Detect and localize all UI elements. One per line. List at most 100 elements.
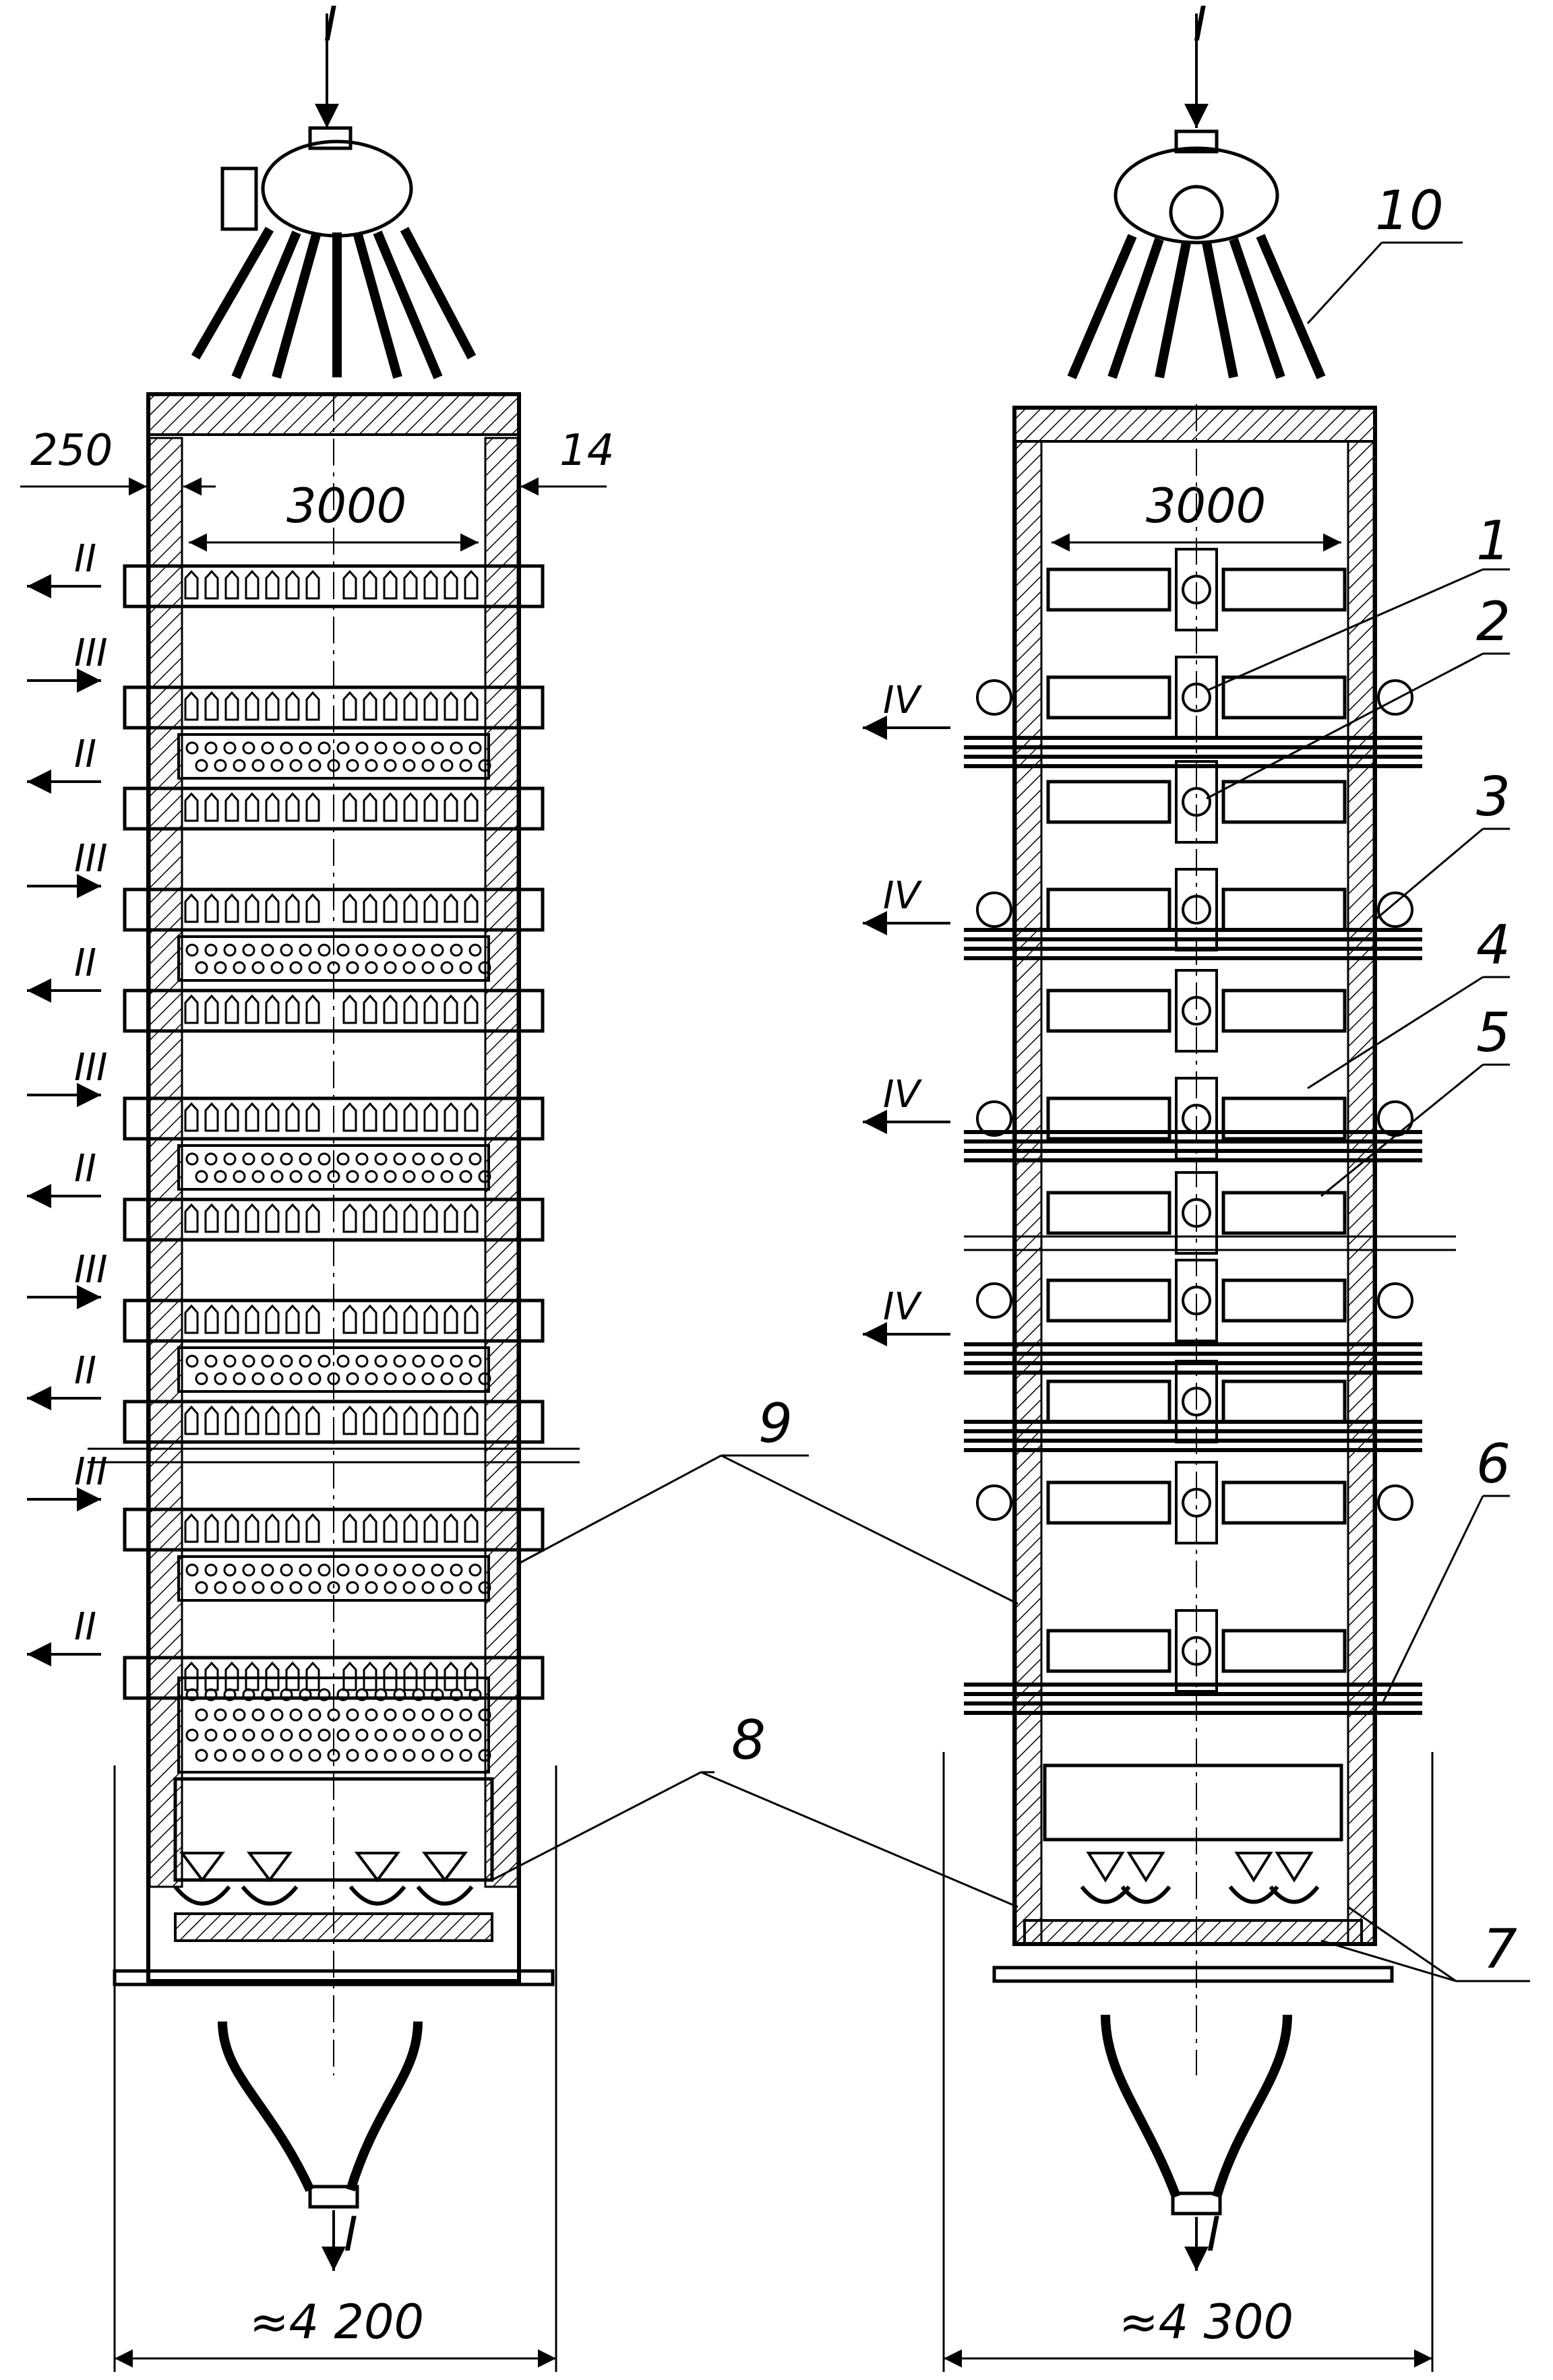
flow-arrow: II xyxy=(27,941,101,1003)
convection-coil xyxy=(964,928,1422,960)
flow-label: II xyxy=(74,1605,96,1649)
flow-label: II xyxy=(74,537,96,581)
burner-nozzle xyxy=(1120,1852,1171,1904)
flow-label: III xyxy=(74,1046,108,1090)
burner-row xyxy=(123,1298,545,1343)
callout-1: 1 xyxy=(1476,509,1511,572)
burner-nozzle xyxy=(241,1852,299,1906)
callout-2: 2 xyxy=(1476,590,1511,653)
tube-bank xyxy=(177,935,491,982)
flow-label: II xyxy=(74,732,96,776)
radiant-panel-row xyxy=(1046,1609,1347,1693)
callout-5: 5 xyxy=(1476,1001,1511,1064)
burner-nozzle xyxy=(1228,1852,1279,1904)
burner-row xyxy=(123,564,545,608)
radiant-panel-row xyxy=(1046,760,1347,844)
convection-coil xyxy=(964,1420,1422,1452)
callout-6: 6 xyxy=(1476,1433,1511,1495)
flow-arrow: IV xyxy=(863,1073,950,1134)
callout-10: 10 xyxy=(1375,179,1444,242)
flow-arrow: II xyxy=(27,1147,101,1208)
radiant-panel-row xyxy=(976,1461,1413,1544)
right-dim-inner-width-label: 3000 xyxy=(1146,478,1266,534)
flow-label: II xyxy=(74,1349,96,1393)
flow-label: IV xyxy=(883,1073,923,1117)
tube-bank xyxy=(177,1346,491,1393)
flow-arrow: III xyxy=(27,1046,108,1107)
burner-nozzle xyxy=(348,1852,406,1906)
top-collector xyxy=(1067,13,1326,379)
burner-nozzle xyxy=(1080,1852,1131,1904)
burner-row xyxy=(123,887,545,932)
convection-coil xyxy=(964,1130,1422,1162)
burner-row xyxy=(123,1507,545,1552)
left-bottom-flow-label: I xyxy=(344,2207,358,2262)
left-dim-inner-width-label: 3000 xyxy=(286,478,406,534)
flow-arrow: II xyxy=(27,1605,101,1666)
dim-wall-thickness-label: 14 xyxy=(559,426,614,476)
burner-nozzle xyxy=(416,1852,474,1906)
left-burner-bands xyxy=(123,564,545,1906)
convection-coil xyxy=(964,1342,1422,1375)
flow-arrow: III xyxy=(27,631,108,693)
radiant-panel-row xyxy=(1046,548,1347,631)
burner-row xyxy=(123,1096,545,1141)
flow-arrow: III xyxy=(27,1248,108,1309)
flow-arrow: II xyxy=(27,537,101,598)
tube-bank xyxy=(177,1555,491,1602)
right-dim-overall-width-label: ≈4 300 xyxy=(1119,2294,1293,2350)
callout-7: 7 xyxy=(1483,1918,1517,1980)
flow-arrow: II xyxy=(27,1349,101,1410)
radiant-panel-row xyxy=(976,1259,1413,1342)
flow-arrow: III xyxy=(27,1450,108,1511)
left-top-flow-label: I xyxy=(324,0,338,52)
flow-label: III xyxy=(74,1450,108,1494)
flow-label: II xyxy=(74,1147,96,1191)
burner-row xyxy=(123,989,545,1033)
tube-bank xyxy=(177,1144,491,1191)
flow-label: III xyxy=(74,631,108,675)
callout-9: 9 xyxy=(758,1392,793,1455)
left-dim-overall-width-label: ≈4 200 xyxy=(249,2294,424,2350)
convection-coil xyxy=(964,1683,1422,1715)
right-furnace-view: IV IV IV IV I I xyxy=(491,0,1530,2372)
flow-arrow: IV xyxy=(863,874,950,935)
convection-coil xyxy=(964,736,1422,768)
flow-label: IV xyxy=(883,874,923,918)
callout-8: 8 xyxy=(731,1709,766,1772)
flow-label: IV xyxy=(883,1285,923,1329)
tube-bank-bottom xyxy=(177,1677,491,1774)
flow-arrow: II xyxy=(27,732,101,794)
dim-wall-offset-label: 250 xyxy=(30,426,113,476)
radiant-panel-row xyxy=(1046,969,1347,1053)
right-bottom-flow-label: I xyxy=(1207,2207,1221,2262)
right-side-flow-arrows: IV IV IV IV xyxy=(863,679,950,1346)
bottom-burners xyxy=(113,1777,555,2271)
right-top-flow-label: I xyxy=(1193,0,1207,52)
burner-nozzle xyxy=(1269,1852,1320,1904)
flow-arrow: IV xyxy=(863,1285,950,1346)
callout-4: 4 xyxy=(1476,914,1511,976)
flow-label: II xyxy=(74,941,96,985)
radiant-panel-row xyxy=(1046,1171,1347,1255)
flow-label: III xyxy=(74,1248,108,1292)
callout-3: 3 xyxy=(1476,765,1511,828)
burner-row xyxy=(123,685,545,730)
flow-label: IV xyxy=(883,679,923,722)
radiant-panel-row xyxy=(976,1077,1413,1160)
flow-arrow: IV xyxy=(863,679,950,740)
burner-row xyxy=(123,1197,545,1242)
right-radiant-sections xyxy=(964,548,1422,1904)
flow-arrow: III xyxy=(27,837,108,898)
burner-row xyxy=(123,1400,545,1444)
flow-label: III xyxy=(74,837,108,881)
burner-row xyxy=(123,786,545,831)
top-collector xyxy=(191,13,477,379)
tube-bank xyxy=(177,733,491,780)
callout-leaders xyxy=(491,241,1530,1982)
burner-nozzle xyxy=(173,1852,231,1906)
bottom-burners-right xyxy=(992,1763,1394,2271)
